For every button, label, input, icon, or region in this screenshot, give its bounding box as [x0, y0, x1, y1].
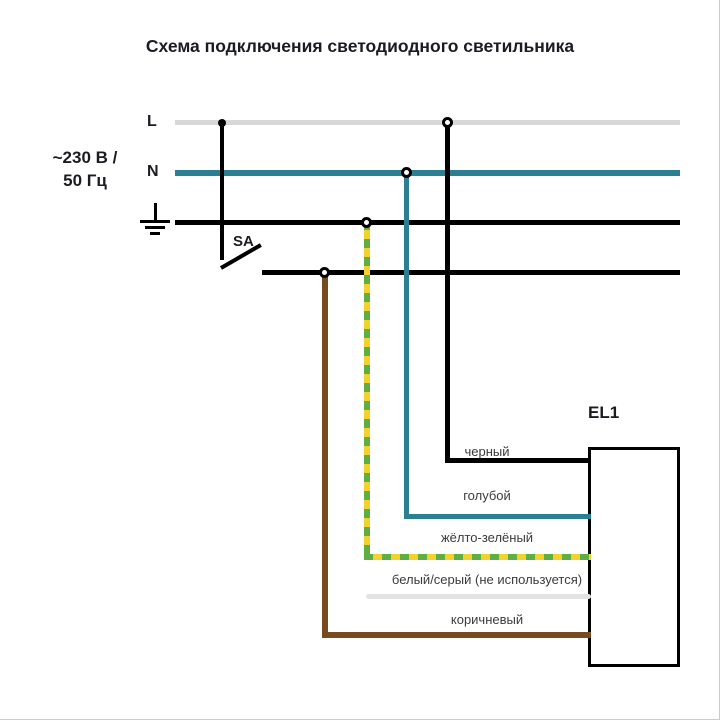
wire-yellow-green-horizontal: [364, 554, 591, 560]
junction-dot-switch-tap: [218, 119, 226, 127]
wire-blue-horizontal: [404, 514, 591, 519]
wire-brown-vertical: [322, 271, 328, 638]
wire-label-blue: голубой: [463, 488, 511, 503]
phase-label: L: [147, 113, 157, 130]
switch-label: SA: [233, 233, 254, 250]
ground-symbol-bar-mid: [145, 226, 165, 229]
junction-dot-brown-tap: [319, 267, 330, 278]
wire-yellow-green-vertical: [364, 221, 370, 560]
ground-symbol: [140, 203, 172, 237]
switched-line: [262, 270, 680, 275]
luminaire-box: [588, 447, 680, 667]
wire-black-horizontal: [445, 458, 591, 463]
wire-label-brown: коричневый: [450, 612, 524, 627]
supply-voltage-line2: 50 Гц: [63, 171, 107, 190]
pe-bus-line: [175, 220, 680, 225]
wire-label-black: черный: [464, 444, 510, 459]
n-bus-line: [175, 170, 680, 176]
wire-black-vertical: [445, 121, 450, 462]
ground-symbol-bar-short: [150, 232, 160, 235]
page-title: Схема подключения светодиодного светильн…: [145, 36, 575, 56]
luminaire-label: EL1: [588, 403, 620, 422]
l-bus-line: [175, 120, 680, 125]
switch-feed-line: [220, 122, 224, 260]
junction-dot-black-tap: [442, 117, 453, 128]
supply-voltage-line1: ~230 В /: [52, 148, 118, 167]
ground-symbol-stem: [154, 203, 157, 220]
supply-voltage-label: ~230 В / 50 Гц: [25, 146, 145, 192]
ground-symbol-bar-long: [140, 220, 170, 223]
junction-dot-yellow-green-tap: [361, 217, 372, 228]
wire-white-gray-horizontal: [366, 594, 591, 599]
wire-blue-vertical: [404, 171, 409, 519]
junction-dot-blue-tap: [401, 167, 412, 178]
wire-label-white-gray: белый/серый (не используется): [391, 572, 583, 587]
wire-brown-horizontal: [322, 632, 591, 638]
wire-label-yellow-green: жёлто-зелёный: [440, 530, 534, 545]
neutral-label: N: [147, 163, 159, 180]
